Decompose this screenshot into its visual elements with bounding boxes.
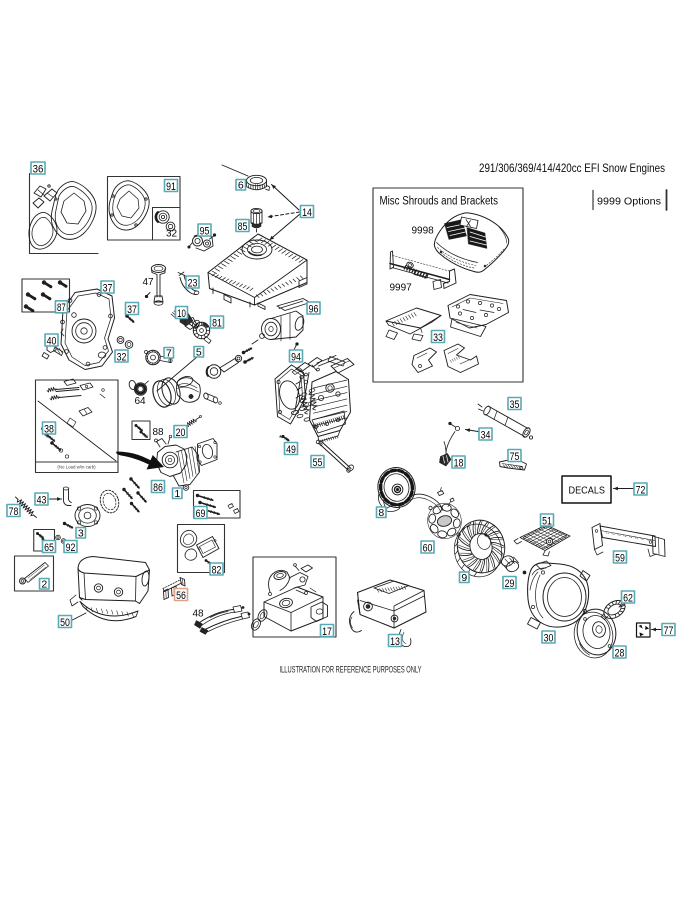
svg-text:50: 50 [60,617,70,629]
svg-text:9: 9 [461,572,467,584]
svg-text:96: 96 [309,303,319,315]
svg-text:29: 29 [505,578,515,590]
svg-text:87: 87 [57,302,66,314]
svg-text:91: 91 [166,181,176,193]
svg-text:DECALS: DECALS [569,486,606,497]
svg-text:3: 3 [78,528,84,540]
svg-text:(No Load w/in carb): (No Load w/in carb) [57,465,96,470]
svg-text:43: 43 [37,494,47,506]
svg-text:6: 6 [238,180,244,192]
svg-text:86: 86 [153,482,163,494]
svg-text:23: 23 [188,277,198,289]
svg-text:32: 32 [166,229,178,240]
svg-text:69: 69 [196,508,206,520]
svg-text:9998: 9998 [412,226,435,237]
svg-text:95: 95 [200,225,210,237]
svg-text:48: 48 [193,609,205,620]
svg-text:55: 55 [313,457,323,469]
svg-text:8: 8 [378,507,384,519]
svg-text:28: 28 [615,647,625,659]
svg-text:9999 Options: 9999 Options [597,196,661,208]
svg-text:56: 56 [176,590,186,602]
svg-text:18: 18 [454,457,464,469]
svg-text:47: 47 [143,277,155,288]
svg-text:14: 14 [302,207,312,219]
svg-text:60: 60 [423,542,433,554]
svg-text:30: 30 [544,632,554,644]
svg-text:77: 77 [664,625,674,637]
svg-text:59: 59 [615,552,625,564]
svg-text:88: 88 [153,427,165,438]
svg-text:10: 10 [177,308,186,320]
svg-text:36: 36 [33,163,44,175]
svg-text:49: 49 [286,444,296,456]
svg-text:7: 7 [166,348,172,360]
svg-text:75: 75 [510,451,520,463]
svg-text:17: 17 [322,626,332,638]
svg-text:40: 40 [47,335,57,347]
svg-text:1: 1 [174,488,180,500]
svg-text:92: 92 [66,542,76,554]
svg-text:78: 78 [9,506,19,518]
svg-text:9997: 9997 [390,283,413,294]
svg-text:ILLUSTRATION FOR REFERENCE PUR: ILLUSTRATION FOR REFERENCE PURPOSES ONLY [280,665,422,675]
svg-text:85: 85 [238,221,248,233]
svg-text:82: 82 [212,564,222,576]
svg-text:94: 94 [291,351,301,363]
svg-text:72: 72 [636,484,646,496]
svg-text:33: 33 [433,332,443,344]
svg-text:2: 2 [41,579,47,591]
svg-text:32: 32 [117,351,127,363]
svg-text:34: 34 [481,429,491,441]
svg-text:64: 64 [135,396,147,407]
svg-text:62: 62 [623,592,633,604]
svg-text:13: 13 [390,636,400,648]
svg-text:51: 51 [542,515,552,527]
svg-text:35: 35 [510,399,520,411]
svg-text:38: 38 [44,423,54,435]
svg-text:37: 37 [103,282,113,294]
svg-text:5: 5 [196,347,202,359]
svg-text:37: 37 [127,304,137,316]
svg-text:Misc Shrouds and Brackets: Misc Shrouds and Brackets [380,196,499,208]
svg-text:*: * [279,434,282,443]
svg-text:65: 65 [44,542,54,554]
svg-text:81: 81 [212,317,222,329]
svg-text:291/306/369/414/420cc EFI Snow: 291/306/369/414/420cc EFI Snow Engines [479,163,665,175]
svg-text:20: 20 [176,427,186,439]
